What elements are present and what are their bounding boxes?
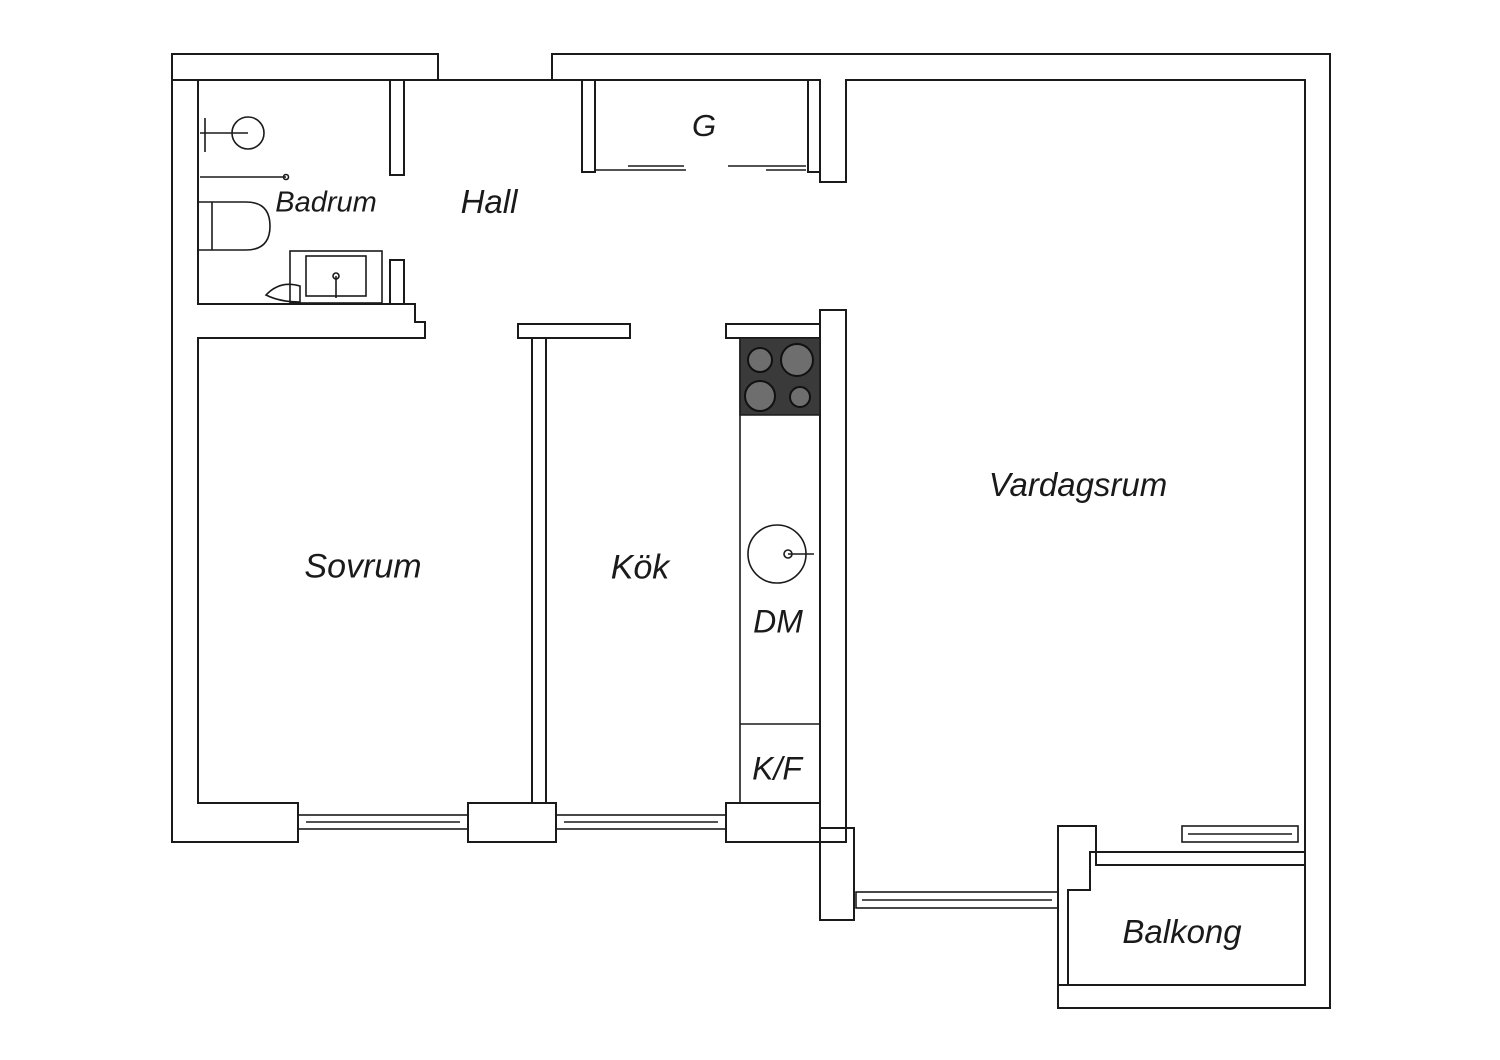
bath-sink-drain: [332, 272, 340, 280]
bath-wall-upper: [389, 79, 405, 176]
room-label-sovrum: Sovrum: [304, 547, 422, 586]
bath-wall-lower: [389, 259, 405, 305]
balcony-wall: [1057, 825, 1306, 986]
appliance-label-kf: K/F: [752, 750, 802, 787]
bath-sink-cabinet: [289, 250, 383, 304]
left-wall: [171, 54, 426, 843]
partition-wall-1: [531, 337, 547, 804]
room-label-kok: Kök: [610, 548, 670, 587]
bottom-wall-2: [725, 802, 855, 921]
door-stub-1: [517, 323, 631, 339]
wardrobe-outline: [581, 79, 821, 173]
burner-2: [780, 343, 814, 377]
room-label-hall: Hall: [460, 183, 518, 220]
room-label-balkong: Balkong: [1122, 913, 1242, 950]
window-balkong-door: [855, 891, 1059, 909]
room-label-garderob: G: [691, 108, 717, 143]
burner-1: [747, 347, 773, 373]
window-kok: [555, 814, 727, 830]
room-label-vardagsrum: Vardagsrum: [988, 466, 1168, 503]
bottom-wall-1: [467, 802, 557, 843]
partition-wall-2: [819, 309, 847, 829]
window-sovrum: [297, 814, 469, 830]
shower-rail-end: [282, 173, 290, 181]
room-label-badrum: Badrum: [275, 186, 377, 219]
bath-towel-hook: [264, 283, 301, 303]
appliance-label-dm: DM: [753, 603, 803, 640]
window-vardagsrum: [1181, 825, 1299, 843]
toilet: [198, 201, 271, 251]
burner-3: [744, 380, 776, 412]
door-stub-2: [725, 323, 821, 339]
burner-4: [789, 386, 811, 408]
